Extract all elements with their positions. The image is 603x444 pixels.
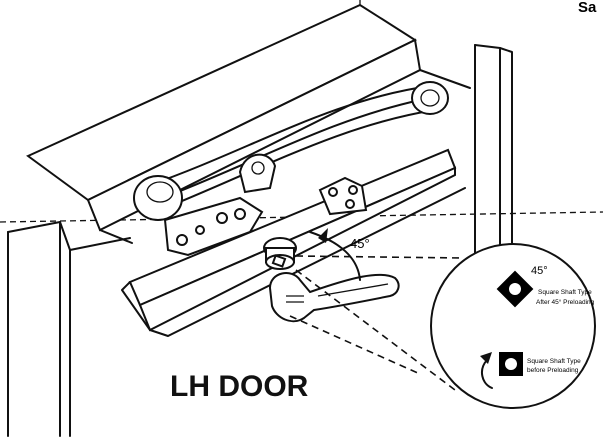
after-caption-line1: Square Shaft Type (538, 289, 592, 296)
corner-text: Sa (578, 0, 597, 16)
before-caption-line1: Square Shaft Type (527, 358, 581, 365)
side-bracket (318, 176, 368, 216)
square-after-preload (496, 270, 534, 308)
detail-angle-label: 45° (531, 265, 548, 277)
before-caption-line2: before Preloading (527, 367, 579, 374)
square-shaft (263, 237, 297, 270)
center-bracket (163, 153, 277, 257)
detail-circle (430, 243, 596, 409)
after-caption-line2: After 45° Preloading (536, 298, 595, 306)
wrench (268, 272, 400, 323)
arm-straps (149, 85, 436, 211)
angle-label: 45° (350, 236, 370, 251)
pulley-right (411, 81, 449, 115)
rotation-arrow (309, 228, 361, 281)
diagram-title: LH DOOR (170, 370, 309, 403)
leader-lines (289, 255, 463, 391)
door-frame (0, 44, 603, 437)
pulley-left (133, 175, 183, 221)
square-before-preload (499, 352, 523, 376)
